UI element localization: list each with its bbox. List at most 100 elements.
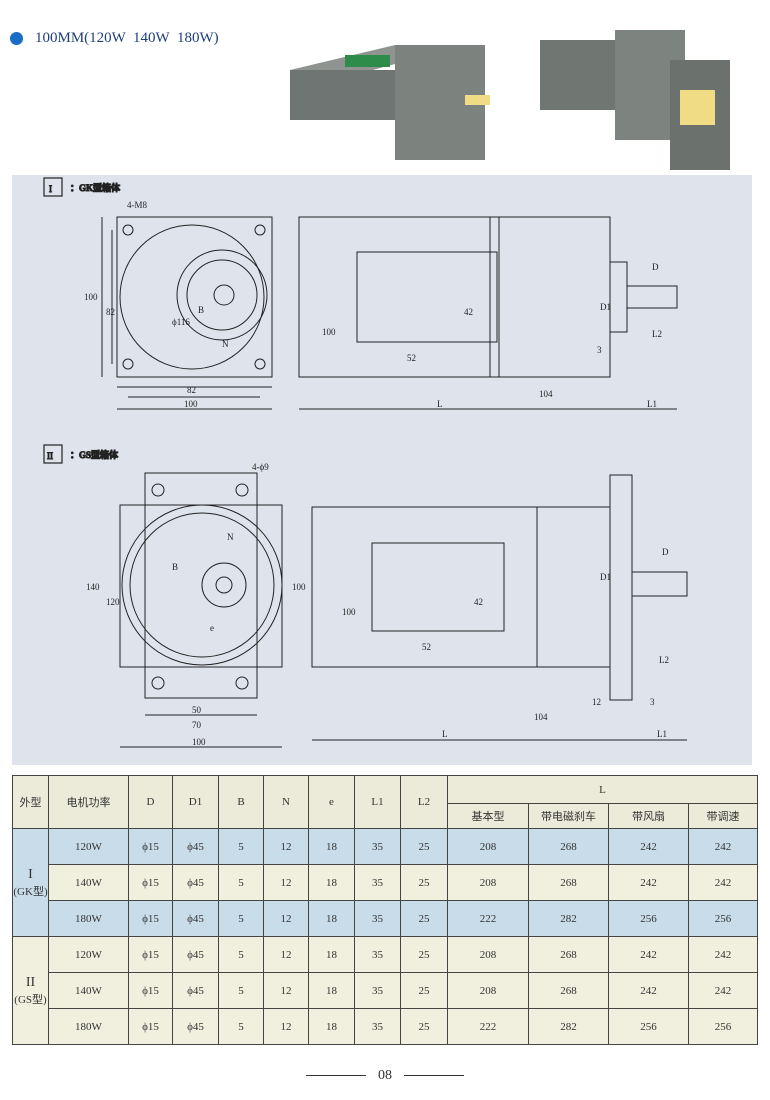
drawing-gk: I ：GK型箱体 4-M8 100 82 ϕ116 B N 82 100 100…: [43, 177, 678, 410]
table-cell: ϕ45: [172, 936, 219, 973]
table-cell: 208: [447, 936, 529, 973]
dimension-label: 50: [192, 705, 202, 715]
table-cell: ϕ15: [128, 900, 173, 937]
table-cell: 5: [218, 1008, 264, 1045]
table-cell: 12: [263, 900, 309, 937]
table-cell: 242: [608, 972, 689, 1009]
header-cell: L1: [354, 775, 401, 829]
table-cell: 18: [308, 1008, 355, 1045]
drawing-gs: II ：GS型箱体 4-ϕ9 140 120 100 B N e 50 70 1…: [43, 444, 688, 748]
table-cell: ϕ45: [172, 972, 219, 1009]
table-cell: 5: [218, 972, 264, 1009]
dimension-label: 104: [539, 389, 553, 399]
dimension-label: 100: [342, 607, 356, 617]
dimension-label: ϕ116: [172, 317, 190, 327]
header-cell: 外型: [12, 775, 49, 829]
group-label: I(GK型): [12, 828, 49, 937]
table-cell: 25: [400, 900, 448, 937]
dimension-label: 12: [592, 697, 601, 707]
dimension-label: 82: [106, 307, 115, 317]
table-cell: 5: [218, 936, 264, 973]
dimension-label: 52: [407, 353, 416, 363]
bullet-icon: [10, 32, 23, 45]
drawing-title: ：GK型箱体: [70, 182, 121, 193]
motor-photo-gk: [290, 45, 490, 160]
dimension-label: e: [210, 623, 214, 633]
dimension-label: N: [222, 339, 229, 349]
dimension-label: B: [198, 305, 204, 315]
table-cell: ϕ45: [172, 1008, 219, 1045]
dimension-label: 42: [474, 597, 483, 607]
subheader-cell: 带电磁刹车: [528, 803, 609, 829]
dimension-label: L2: [652, 329, 662, 339]
table-cell: 140W: [48, 972, 129, 1009]
header-cell: e: [308, 775, 355, 829]
page-number: 08: [0, 1068, 770, 1084]
dimension-label: 100: [184, 399, 198, 409]
table-cell: 120W: [48, 828, 129, 865]
table-cell: 256: [688, 1008, 758, 1045]
table-cell: 18: [308, 864, 355, 901]
dimension-label: 100: [292, 582, 306, 592]
table-cell: 256: [608, 1008, 689, 1045]
dimension-label: 100: [192, 737, 206, 747]
drawing-number: I: [49, 184, 52, 194]
table-cell: 208: [447, 972, 529, 1009]
table-cell: 12: [263, 828, 309, 865]
table-cell: 208: [447, 864, 529, 901]
dimension-label: 3: [650, 697, 655, 707]
dimension-label: II: [47, 451, 53, 461]
table-cell: 5: [218, 864, 264, 901]
table-cell: 180W: [48, 900, 129, 937]
dimension-drawings: I ：GK型箱体 4-M8 100 82 ϕ116 B N 82 100 100…: [12, 175, 752, 765]
header-cell: D: [128, 775, 173, 829]
table-cell: 12: [263, 1008, 309, 1045]
dimension-label: L1: [647, 399, 657, 409]
dimension-label: 3: [597, 345, 602, 355]
dimension-label: 4-ϕ9: [252, 462, 269, 472]
dimension-label: D: [662, 547, 669, 557]
dimension-label: L2: [659, 655, 669, 665]
table-cell: 208: [447, 828, 529, 865]
dimension-label: L: [437, 399, 443, 409]
dimension-label: D1: [600, 302, 611, 312]
table-cell: ϕ15: [128, 936, 173, 973]
dimension-label: B: [172, 562, 178, 572]
table-cell: 268: [528, 936, 609, 973]
table-cell: ϕ15: [128, 864, 173, 901]
table-cell: 256: [608, 900, 689, 937]
section-header: 100MM(120W 140W 180W): [10, 30, 219, 47]
table-cell: ϕ15: [128, 1008, 173, 1045]
header-cell: L2: [400, 775, 448, 829]
group-number: I: [28, 866, 33, 882]
table-cell: 180W: [48, 1008, 129, 1045]
table-cell: 242: [688, 828, 758, 865]
table-cell: ϕ45: [172, 864, 219, 901]
table-cell: 18: [308, 900, 355, 937]
dimension-label: 4-M8: [127, 200, 147, 210]
table-cell: 282: [528, 1008, 609, 1045]
table-cell: ϕ15: [128, 972, 173, 1009]
section-title: 100MM(120W 140W 180W): [35, 30, 219, 46]
dimension-label: 104: [534, 712, 548, 722]
dimension-label: 52: [422, 642, 431, 652]
table-cell: 242: [608, 864, 689, 901]
table-cell: 268: [528, 828, 609, 865]
table-cell: 242: [608, 828, 689, 865]
table-cell: 25: [400, 828, 448, 865]
table-cell: ϕ15: [128, 828, 173, 865]
header-cell: N: [263, 775, 309, 829]
dimension-label: 140: [86, 582, 100, 592]
table-cell: 5: [218, 828, 264, 865]
table-cell: 242: [688, 936, 758, 973]
subheader-cell: 基本型: [447, 803, 529, 829]
dimension-label: N: [227, 532, 234, 542]
subheader-cell: 带调速: [688, 803, 758, 829]
motor-photo-gs: [540, 30, 730, 170]
dimension-label: 120: [106, 597, 120, 607]
